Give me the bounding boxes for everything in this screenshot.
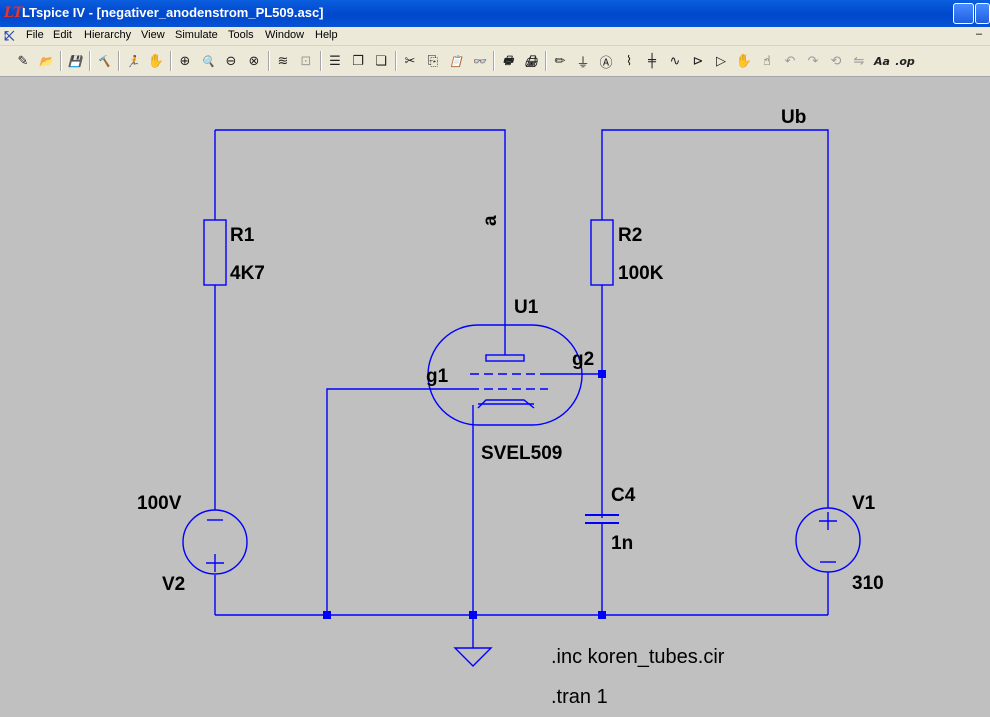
- u1-value-label[interactable]: SVEL509: [481, 443, 563, 464]
- redo-icon[interactable]: ↷: [807, 53, 819, 69]
- u1-name-label[interactable]: U1: [514, 297, 539, 318]
- menu-window[interactable]: Window: [265, 29, 305, 41]
- spice-directive-include[interactable]: .inc koren_tubes.cir: [551, 646, 725, 668]
- label-net-icon[interactable]: Ⓐ: [599, 55, 613, 71]
- toolbar-separator: [118, 51, 120, 71]
- component-icon[interactable]: ▷: [716, 53, 726, 69]
- mirror-icon[interactable]: ⇋: [853, 53, 865, 69]
- copy-icon[interactable]: ⎘: [427, 53, 439, 69]
- zoom-in-icon[interactable]: ⊕: [179, 53, 191, 69]
- c4-value-label[interactable]: 1n: [611, 533, 634, 554]
- menu-file[interactable]: File: [26, 29, 44, 41]
- window-title: LTspice IV - [negativer_anodenstrom_PL50…: [22, 5, 324, 20]
- toolbar-separator: [320, 51, 322, 71]
- cascade-icon[interactable]: ❐: [352, 53, 364, 69]
- move-icon[interactable]: ✋: [735, 53, 753, 69]
- text-icon[interactable]: Aa: [874, 54, 890, 68]
- toolbar-separator: [545, 51, 547, 71]
- toolbar-separator: [395, 51, 397, 71]
- capacitor-icon[interactable]: ╪: [648, 53, 656, 69]
- pin-label-g2: g2: [572, 349, 595, 370]
- net-label-anode[interactable]: a: [480, 215, 501, 226]
- save-icon[interactable]: 💾: [68, 54, 82, 68]
- autoscale-icon[interactable]: ⊡: [300, 53, 312, 69]
- pin-label-g1: g1: [426, 366, 449, 387]
- zoom-pan-icon[interactable]: 🔍: [201, 54, 215, 68]
- spice-directive-icon[interactable]: .op: [895, 54, 915, 68]
- toolbar-separator: [89, 51, 91, 71]
- toolbar-separator: [60, 51, 62, 71]
- r1-name-label[interactable]: R1: [230, 225, 255, 246]
- resistor-icon[interactable]: ⌇: [625, 53, 633, 69]
- menu-view[interactable]: View: [141, 29, 165, 41]
- toolbar-separator: [170, 51, 172, 71]
- rotate-icon[interactable]: ⟲: [830, 53, 842, 69]
- undo-icon[interactable]: ↶: [784, 53, 796, 69]
- find-icon[interactable]: 👓: [472, 54, 486, 68]
- control-panel-icon[interactable]: 🔨: [97, 54, 111, 68]
- v2-name-label[interactable]: V2: [162, 574, 186, 595]
- cut-icon[interactable]: ✂: [404, 53, 416, 69]
- tile-horizontal-icon[interactable]: ☰: [329, 53, 341, 69]
- run-icon[interactable]: 🏃: [126, 54, 140, 68]
- r2-name-label[interactable]: R2: [618, 225, 643, 246]
- r1-value-label[interactable]: 4K7: [230, 263, 265, 284]
- zoom-out-icon[interactable]: ⊖: [225, 53, 237, 69]
- ground-icon[interactable]: ⏚: [576, 55, 590, 71]
- spice-directive-tran[interactable]: .tran 1: [551, 686, 608, 708]
- title-bar[interactable]: LT LTspice IV - [negativer_anodenstrom_P…: [0, 0, 990, 27]
- draw-wire-icon[interactable]: ✏: [554, 53, 566, 69]
- toolbar-separator: [493, 51, 495, 71]
- menu-bar: ⤪ File Edit Hierarchy View Simulate Tool…: [0, 27, 990, 46]
- v1-name-label[interactable]: V1: [852, 493, 876, 514]
- menu-hierarchy[interactable]: Hierarchy: [84, 29, 132, 41]
- open-icon[interactable]: 📂: [39, 54, 53, 68]
- net-label-ub[interactable]: Ub: [781, 107, 807, 128]
- app-logo-icon: LT: [4, 5, 24, 21]
- paste-icon[interactable]: 📋: [449, 54, 463, 68]
- drag-icon[interactable]: ☝: [763, 53, 771, 69]
- menu-edit[interactable]: Edit: [53, 29, 72, 41]
- zoom-fit-icon[interactable]: ⊗: [248, 53, 260, 69]
- waveform-icon[interactable]: ≋: [277, 53, 289, 69]
- toolbar: ✎ 📂 💾 🔨 🏃 ✋ ⊕ 🔍 ⊖ ⊗ ≋ ⊡ ☰ ❐ ❏ ✂ ⎘ 📋 👓 🖶 🖨 ✏ ⏚ Ⓐ ⌇ ╪ ∿ ⊳ ▷ ✋ ☝ ↶ ↷ ⟲ ⇋ Aa .op: [0, 46, 990, 77]
- maximize-button[interactable]: [975, 3, 990, 24]
- menu-help[interactable]: Help: [315, 29, 338, 41]
- diode-icon[interactable]: ⊳: [692, 53, 704, 69]
- minimize-button[interactable]: [953, 3, 974, 24]
- print-icon[interactable]: 🖨: [524, 54, 538, 68]
- menu-simulate[interactable]: Simulate: [175, 29, 218, 41]
- c4-name-label[interactable]: C4: [611, 485, 636, 506]
- v2-value-label[interactable]: 100V: [137, 493, 182, 514]
- inductor-icon[interactable]: ∿: [669, 53, 681, 69]
- menu-tools[interactable]: Tools: [228, 29, 254, 41]
- halt-icon[interactable]: ✋: [147, 53, 165, 69]
- v1-value-label[interactable]: 310: [852, 573, 884, 594]
- r2-value-label[interactable]: 100K: [618, 263, 664, 284]
- print-setup-icon[interactable]: 🖶: [502, 53, 514, 67]
- toolbar-separator: [268, 51, 270, 71]
- new-schematic-icon[interactable]: ✎: [17, 53, 29, 69]
- child-window-icon[interactable]: ⤪: [4, 28, 15, 43]
- tile-vertical-icon[interactable]: ❏: [375, 53, 387, 69]
- schematic-canvas[interactable]: [0, 77, 990, 717]
- mdi-minimize-button[interactable]: –: [975, 28, 983, 40]
